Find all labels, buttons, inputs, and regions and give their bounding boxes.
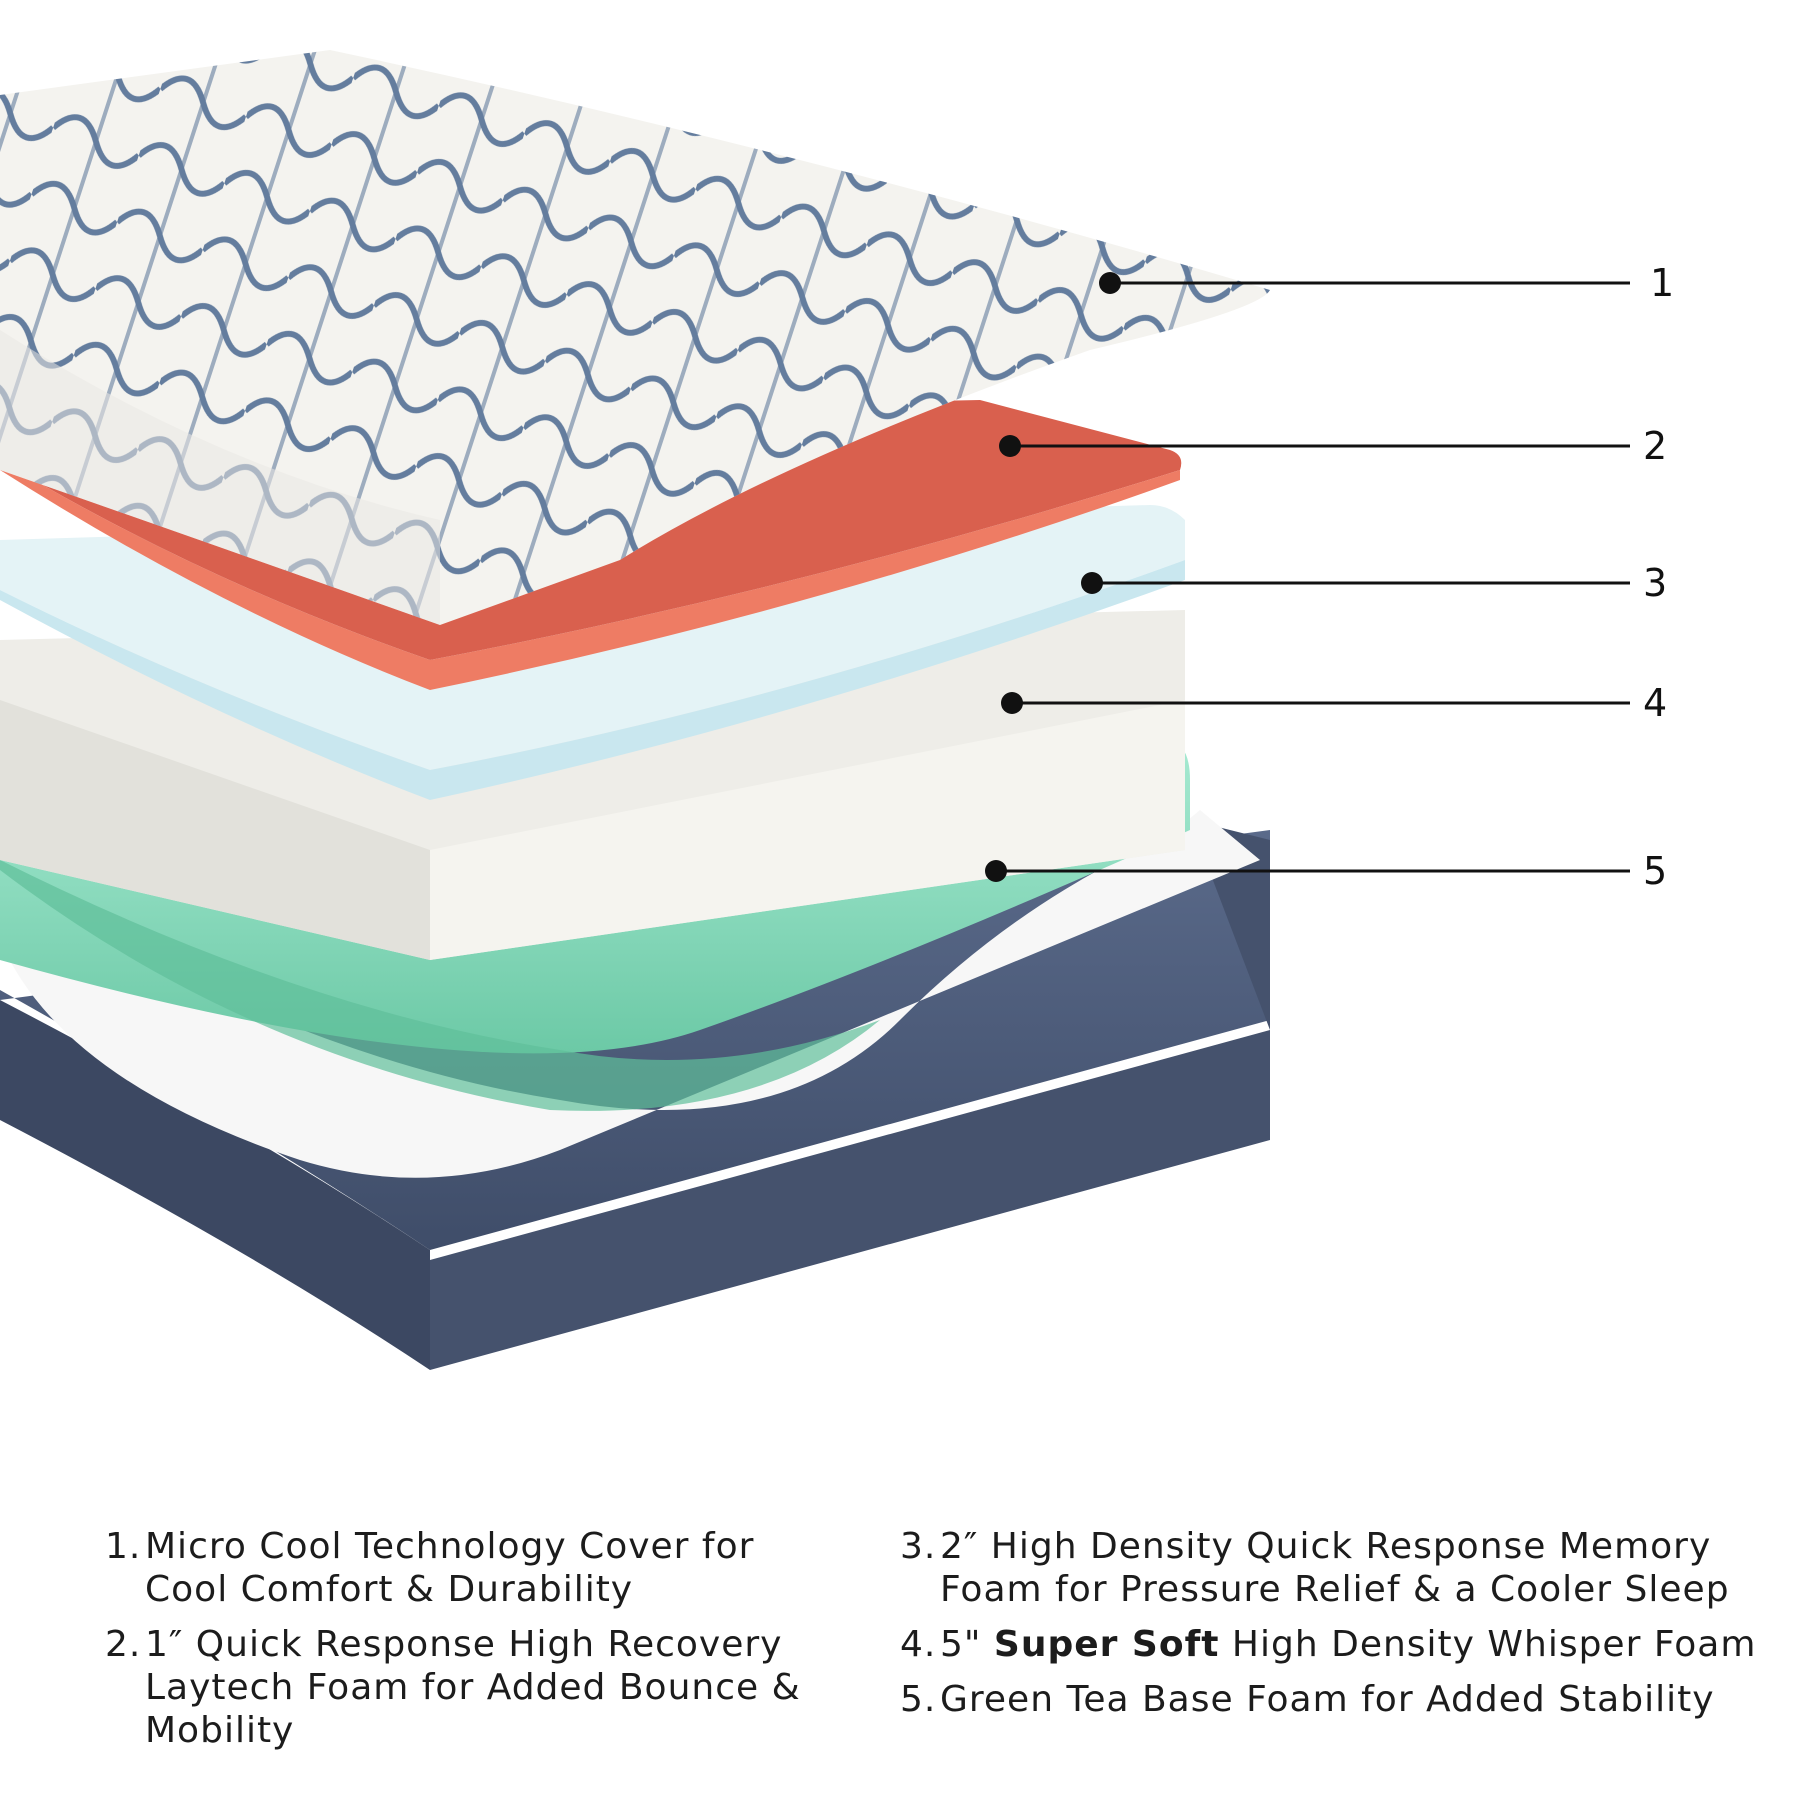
legend-right-column: 3. 2″ High Density Quick Response Memory…	[900, 1525, 1780, 1733]
callout-5: 5	[985, 849, 1667, 893]
legend-number: 3.	[900, 1526, 937, 1567]
cover-layer	[0, 50, 1270, 625]
legend-text: Micro Cool Technology Cover for Cool Com…	[145, 1526, 755, 1610]
legend-text: 1″ Quick Response High Recovery Laytech …	[145, 1624, 801, 1751]
legend-text: Green Tea Base Foam for Added Stability	[940, 1679, 1715, 1720]
legend-text: 5" Super Soft High Density Whisper Foam	[940, 1623, 1780, 1666]
legend-text-bold: Super Soft	[993, 1624, 1220, 1665]
legend-number: 4.	[900, 1624, 937, 1665]
legend-number: 1.	[105, 1526, 142, 1567]
legend-item-2: 2. 1″ Quick Response High Recovery Layte…	[105, 1623, 845, 1752]
callout-3: 3	[1081, 561, 1667, 605]
legend-item-4: 4. 5" Super Soft High Density Whisper Fo…	[900, 1623, 1780, 1666]
legend-text-pre: 5"	[940, 1624, 994, 1665]
callout-2: 2	[999, 424, 1667, 468]
legend-text: 2″ High Density Quick Response Memory Fo…	[940, 1526, 1730, 1610]
callout-number: 2	[1643, 424, 1667, 468]
callout-number: 4	[1643, 681, 1667, 725]
legend-text-post: High Density Whisper Foam	[1219, 1624, 1757, 1665]
legend-item-3: 3. 2″ High Density Quick Response Memory…	[900, 1525, 1780, 1611]
callout-number: 5	[1643, 849, 1667, 893]
legend-left-column: 1. Micro Cool Technology Cover for Cool …	[105, 1525, 845, 1764]
legend-item-5: 5. Green Tea Base Foam for Added Stabili…	[900, 1678, 1780, 1721]
legend-number: 2.	[105, 1624, 142, 1665]
callout-4: 4	[1001, 681, 1667, 725]
callout-1: 1	[1099, 261, 1674, 305]
callout-number: 1	[1650, 261, 1674, 305]
callout-number: 3	[1643, 561, 1667, 605]
legend-number: 5.	[900, 1679, 937, 1720]
legend-item-1: 1. Micro Cool Technology Cover for Cool …	[105, 1525, 845, 1611]
mattress-layers-illustration: 1 2 3 4 5	[0, 50, 1674, 1370]
